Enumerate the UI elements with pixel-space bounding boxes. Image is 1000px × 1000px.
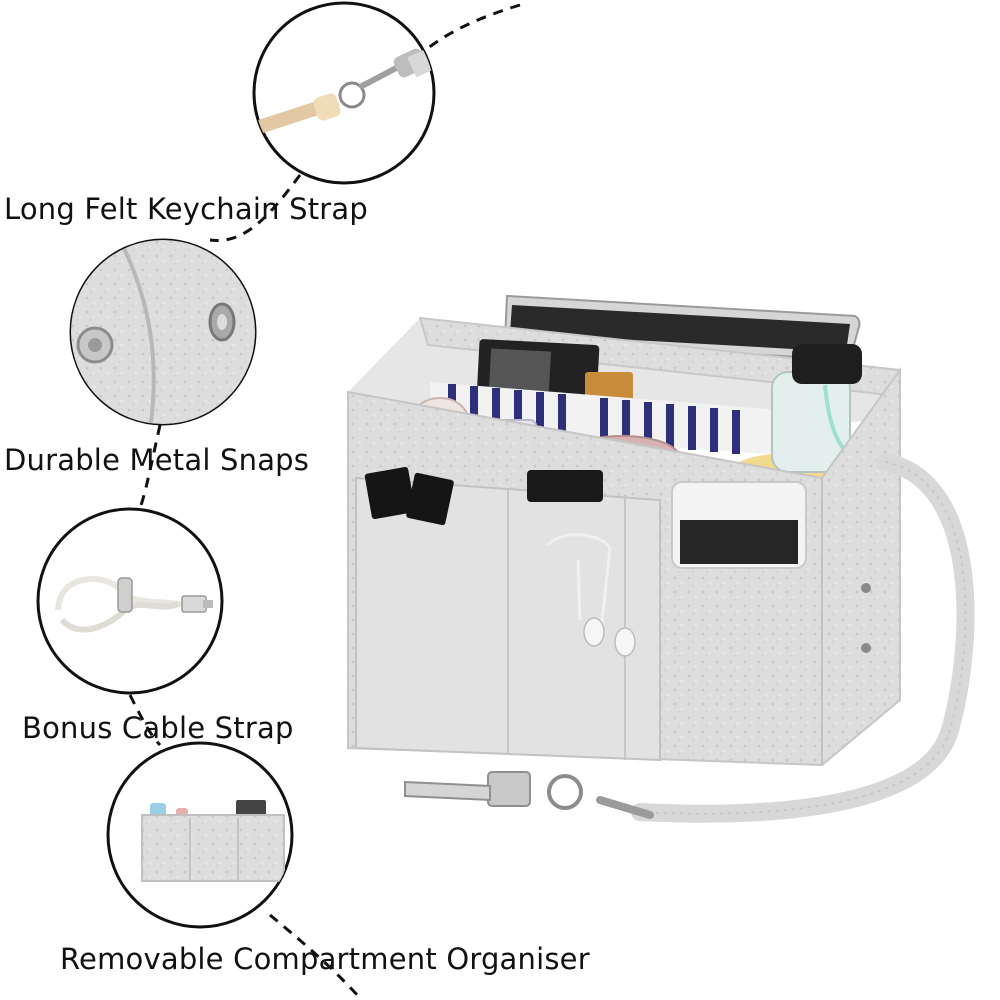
felt-bag-organizer-icon [347, 294, 975, 823]
feature-label-metal-snaps: Durable Metal Snaps [4, 443, 310, 477]
feature-label-organiser: Removable Compartment Organiser [60, 942, 590, 976]
dashed-connector [128, 3, 521, 1000]
feature-label-keychain-strap: Long Felt Keychain Strap [4, 192, 368, 226]
cable-icon [36, 507, 224, 695]
organiser-icon [106, 741, 294, 929]
keychain-icon [252, 1, 436, 185]
metal-snap-icon [69, 238, 257, 426]
feature-label-cable-strap: Bonus Cable Strap [22, 711, 294, 745]
